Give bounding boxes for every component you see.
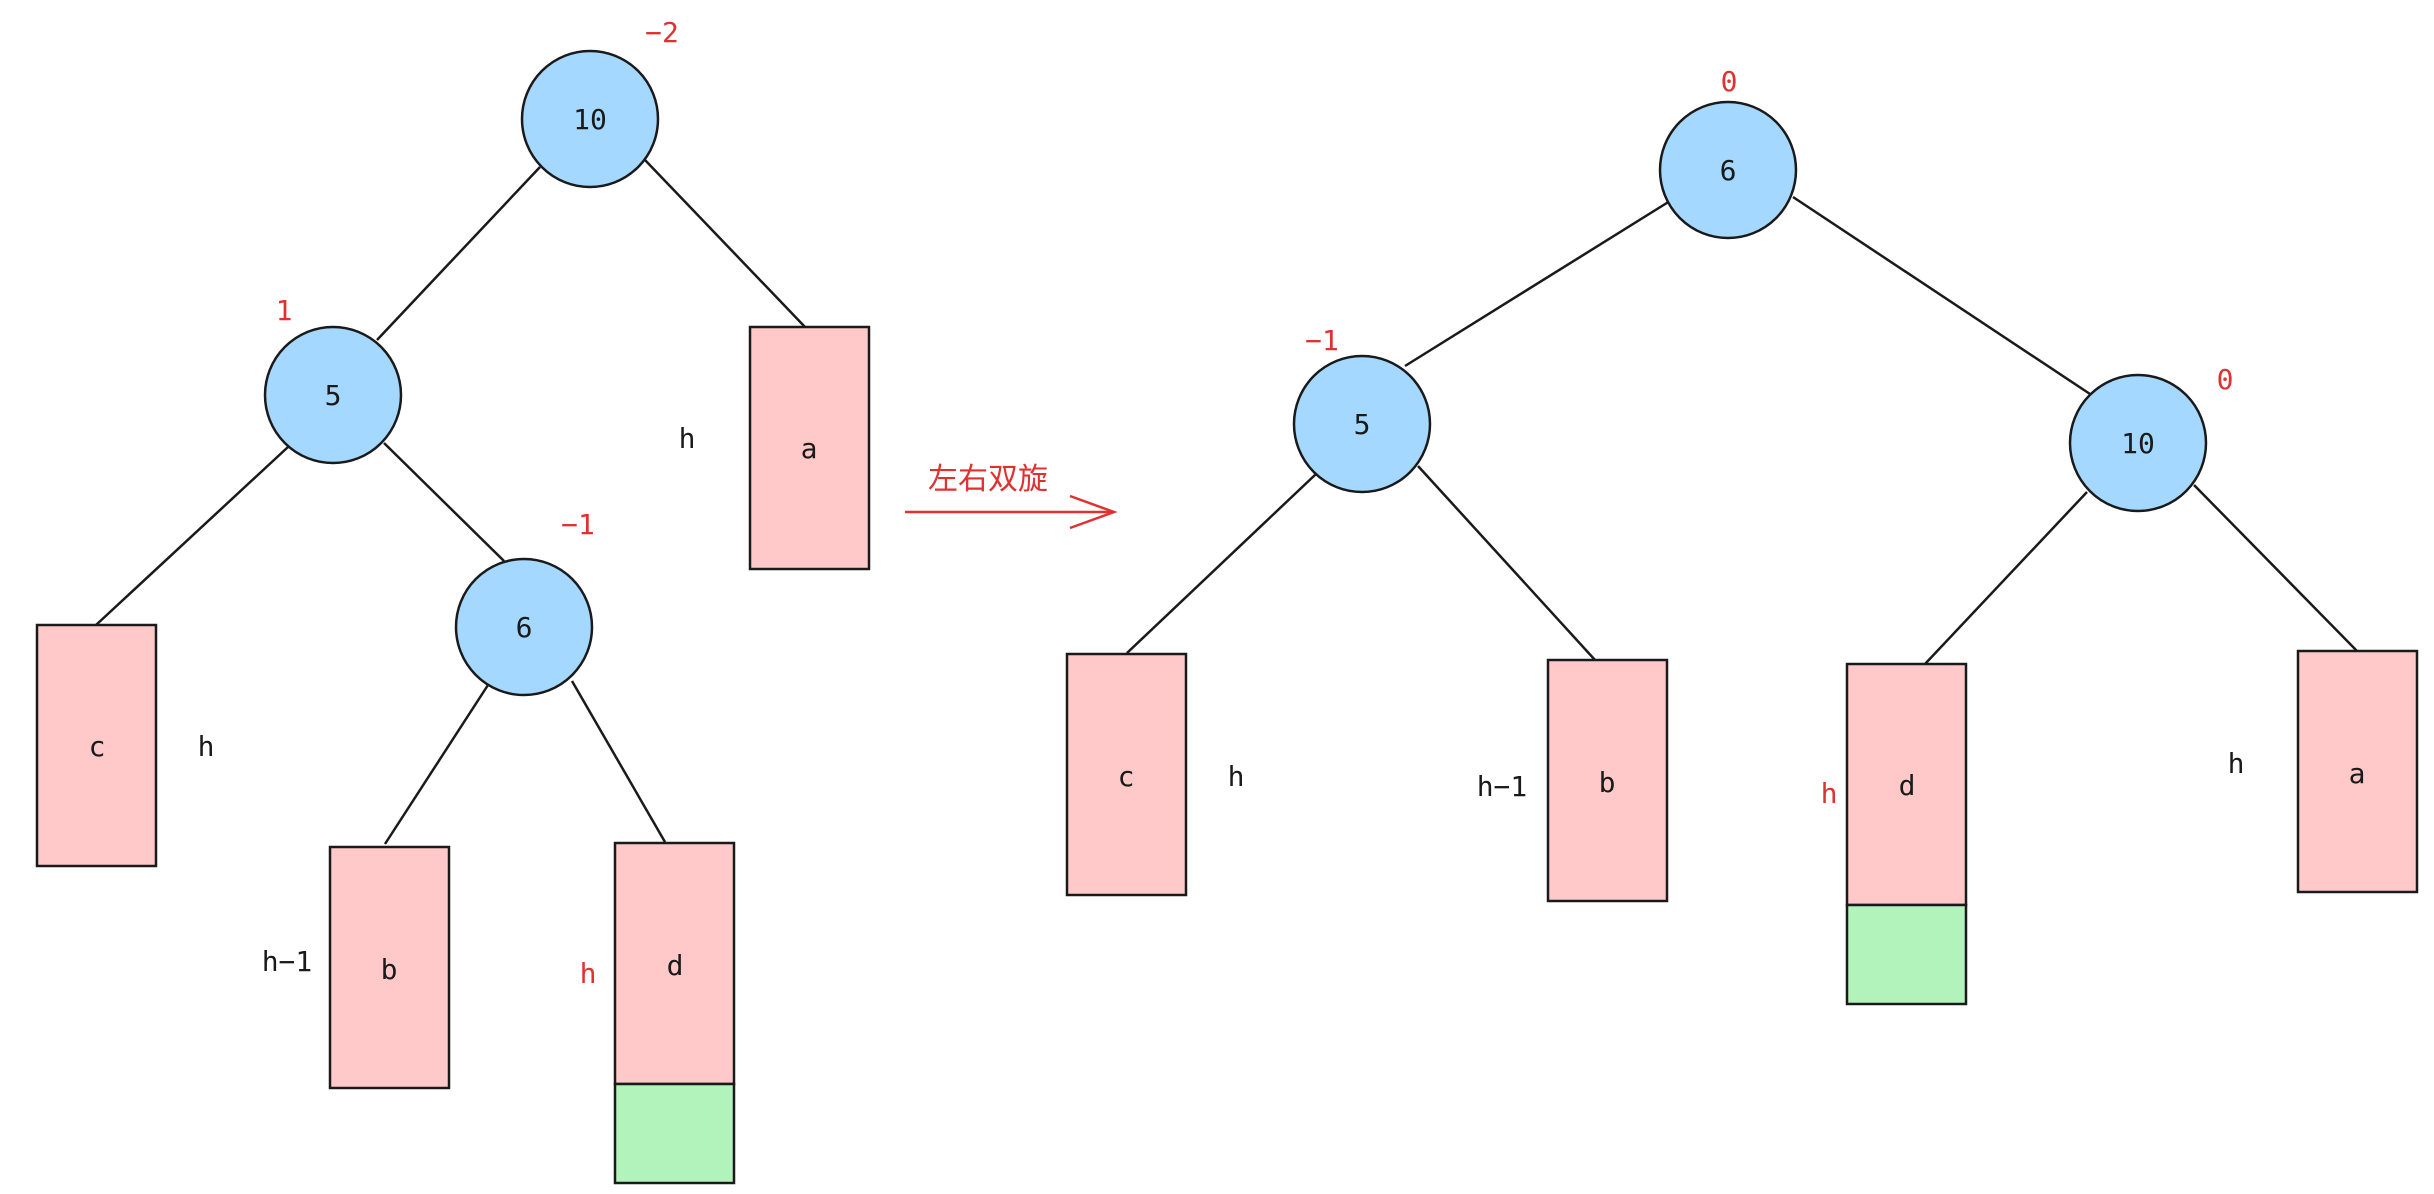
after-node-5: 5 −1 (1292, 324, 1432, 494)
before-edge-10-5 (376, 166, 541, 341)
after-node-6-balance-factor: 0 (1721, 65, 1738, 98)
after-edge-5-b (1417, 465, 1596, 661)
after-node-6-key: 6 (1720, 154, 1737, 187)
before-edge-6-d (570, 680, 667, 843)
rotation-arrow: 左右双旋 (905, 462, 1118, 530)
before-subtree-c-height: h (198, 730, 215, 763)
before-node-10-balance-factor: −2 (645, 16, 679, 49)
before-subtree-b: b h−1 (262, 845, 451, 1090)
after-inserted-node-block (1845, 903, 1968, 1006)
before-subtree-d-height: h (580, 957, 597, 990)
after-subtree-c-height: h (1228, 760, 1245, 793)
before-node-5-key: 5 (325, 379, 342, 412)
before-edge-5-c (95, 446, 289, 626)
after-node-10-key: 10 (2121, 427, 2155, 460)
after-subtree-b-height: h−1 (1477, 770, 1528, 803)
after-subtree-c: c h (1065, 652, 1245, 897)
before-subtree-b-height: h−1 (262, 945, 313, 978)
after-subtree-a-label: a (2349, 757, 2366, 790)
after-subtree-d-label: d (1899, 769, 1916, 802)
after-subtree-d-height: h (1821, 777, 1838, 810)
before-subtree-c: c h (35, 623, 215, 868)
after-node-10: 10 0 (2068, 363, 2234, 513)
before-edge-10-a (644, 159, 806, 328)
before-edge-6-b (383, 684, 490, 845)
after-subtree-c-label: c (1118, 760, 1135, 793)
before-subtree-d-label: d (667, 949, 684, 982)
after-edge-6-5 (1404, 199, 1671, 368)
rotation-label: 左右双旋 (928, 462, 1048, 497)
after-node-5-key: 5 (1354, 408, 1371, 441)
before-node-6-balance-factor: −1 (561, 508, 595, 541)
before-node-10-key: 10 (573, 103, 607, 136)
after-tree: 6 0 5 −1 10 0 c h b h−1 d (1065, 65, 2419, 1006)
after-edge-10-d (1924, 491, 2088, 665)
after-subtree-a-height: h (2228, 747, 2245, 780)
arrow-head (1069, 494, 1118, 530)
before-subtree-a-label: a (801, 432, 818, 465)
before-node-6: 6 −1 (454, 508, 595, 697)
after-subtree-a: a h (2228, 649, 2419, 894)
before-subtree-d: d h (580, 841, 736, 1185)
after-node-6: 6 0 (1658, 65, 1798, 240)
before-subtree-b-label: b (381, 953, 398, 986)
before-subtree-c-label: c (89, 730, 106, 763)
before-edge-5-6 (383, 442, 505, 562)
before-subtree-a: a h (679, 325, 871, 571)
before-inserted-node-block (613, 1082, 736, 1185)
before-node-5-balance-factor: 1 (276, 294, 293, 327)
after-edge-5-c (1126, 473, 1317, 654)
after-subtree-b: b h−1 (1477, 658, 1669, 903)
after-edge-10-a (2193, 484, 2358, 652)
after-edge-6-10 (1792, 195, 2091, 396)
before-tree: 10 −2 5 1 6 −1 a h c h b (35, 16, 871, 1185)
after-subtree-d: d h (1821, 662, 1968, 1006)
before-node-5: 5 1 (263, 294, 403, 465)
before-node-6-key: 6 (516, 611, 533, 644)
after-node-10-balance-factor: 0 (2217, 363, 2234, 396)
after-subtree-b-label: b (1599, 766, 1616, 799)
before-node-10: 10 −2 (520, 16, 679, 189)
before-subtree-a-height: h (679, 422, 696, 455)
after-node-5-balance-factor: −1 (1305, 324, 1339, 357)
